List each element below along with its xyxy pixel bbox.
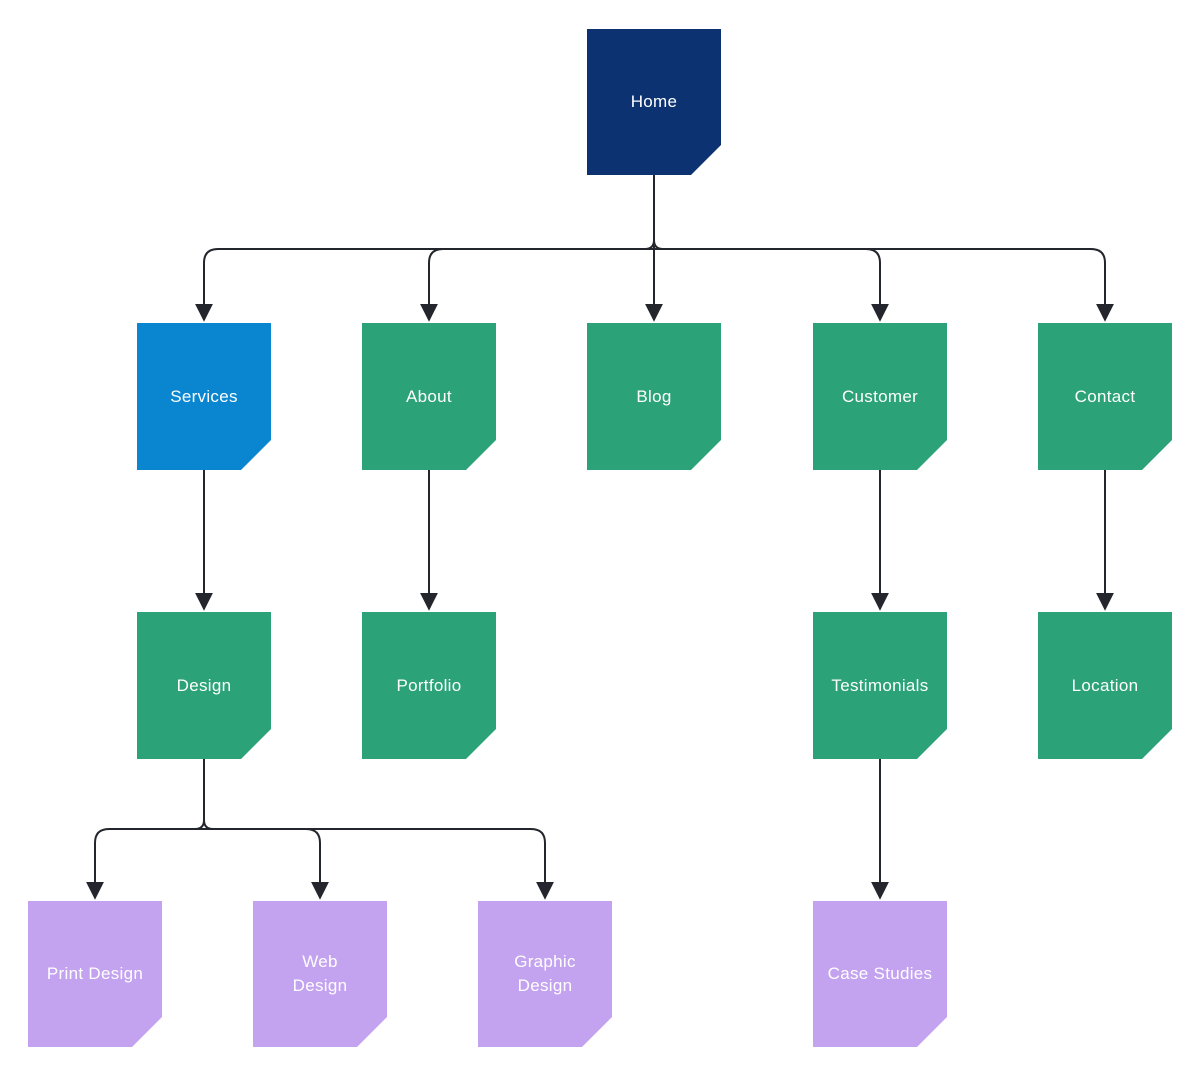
edge-home-contact (1090, 248, 1114, 322)
node-blog[interactable]: Blog (587, 323, 721, 470)
node-label: Case Studies (827, 964, 933, 984)
node-label: Graphic Design (514, 952, 576, 995)
node-testimonials[interactable]: Testimonials (813, 612, 947, 759)
node-label: Location (1071, 675, 1139, 695)
edge-design-graphic-design (530, 828, 554, 900)
node-design[interactable]: Design (137, 612, 271, 759)
edge-home-customer (865, 248, 889, 322)
node-label: Services (170, 386, 238, 406)
edge-home-about (420, 248, 444, 322)
node-label: Contact (1074, 386, 1136, 406)
node-portfolio[interactable]: Portfolio (362, 612, 496, 759)
node-print-design[interactable]: Print Design (28, 901, 162, 1047)
node-services[interactable]: Services (137, 323, 271, 470)
node-label: Web Design (292, 952, 348, 995)
node-about[interactable]: About (362, 323, 496, 470)
node-graphic-design[interactable]: Graphic Design (478, 901, 612, 1047)
node-label: Customer (841, 386, 919, 406)
node-label: Design (176, 675, 232, 695)
node-case-studies[interactable]: Case Studies (813, 901, 947, 1047)
node-label: Testimonials (831, 675, 929, 695)
node-location[interactable]: Location (1038, 612, 1172, 759)
node-label: Home (630, 92, 678, 112)
edge-design-print-design (86, 828, 110, 900)
node-customer[interactable]: Customer (813, 323, 947, 470)
node-label: About (406, 386, 452, 406)
node-contact[interactable]: Contact (1038, 323, 1172, 470)
edge-design-web-design (305, 828, 329, 900)
edge-home-services (195, 248, 219, 322)
node-label: Portfolio (396, 675, 462, 695)
node-web-design[interactable]: Web Design (253, 901, 387, 1047)
node-label: Print Design (46, 964, 144, 984)
node-label: Blog (636, 386, 672, 406)
node-home[interactable]: Home (587, 29, 721, 175)
